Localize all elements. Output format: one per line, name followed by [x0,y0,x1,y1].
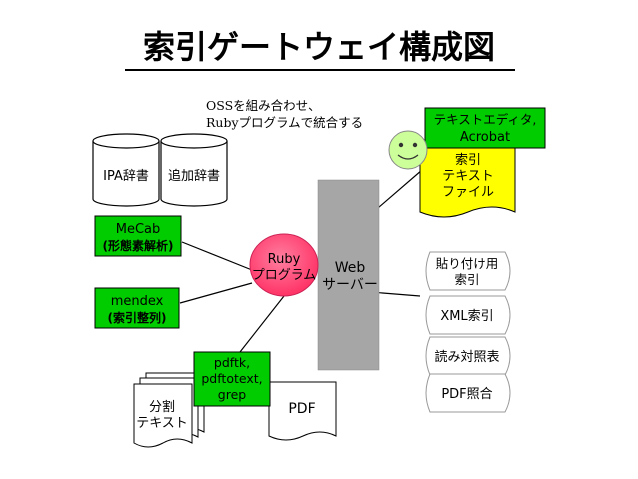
output-pdf-check: PDF照合 [425,373,511,413]
mendex-label-2: (索引整列) [108,310,167,325]
paste-index-label-1: 貼り付け用 [436,256,499,271]
split-text-documents: 分割 テキスト [133,372,205,448]
pdf-tools-label-3: grep [218,387,246,402]
mecab-label-1: MeCab [116,222,161,237]
ruby-program-label-2: プログラム [252,268,317,283]
additional-dictionary-label: 追加辞書 [168,168,220,184]
smiley-user-icon [388,130,428,170]
ipa-dictionary-label: IPA辞書 [103,169,149,184]
pdf-check-label: PDF照合 [441,387,492,402]
pdf-tools-box: pdftk, pdftotext, grep [193,351,271,407]
reading-table-label: 読み対照表 [434,349,499,365]
pdf-document: PDF [268,381,337,441]
index-text-file-label-3: ファイル [442,185,494,200]
line-mendex-ruby [179,282,253,304]
web-server-label-1: Web [335,260,366,276]
pdf-tools-label-2: pdftotext, [201,371,262,386]
pdf-label: PDF [288,401,315,417]
mecab-box: MeCab (形態素解析) [94,215,182,257]
ipa-dictionary-cylinder: IPA辞書 [92,133,160,207]
paste-index-label-2: 索引 [454,272,479,287]
mecab-label-2: (形態素解析) [103,238,174,253]
editor-box: テキストエディタ, Acrobat [424,107,546,149]
pdf-tools-label-1: pdftk, [214,355,250,370]
note-line-1: OSSを組み合わせ、 [206,98,321,113]
web-server-block [317,179,380,371]
ruby-program-node: Ruby プログラム [249,233,319,297]
index-text-file-label-1: 索引 [455,153,481,168]
additional-dictionary-cylinder: 追加辞書 [160,133,228,207]
editor-label-1: テキストエディタ, [434,112,537,127]
editor-label-2: Acrobat [460,130,510,145]
xml-index-label: XML索引 [440,309,493,324]
page-title: 索引ゲートウェイ構成図 [143,28,495,66]
index-text-file: 索引 テキスト ファイル [419,139,516,218]
index-text-file-label-2: テキスト [442,169,494,184]
split-text-label-2: テキスト [136,416,188,431]
line-mecab-ruby [181,241,253,271]
mendex-label-1: mendex [111,294,164,309]
web-server-label-2: サーバー [322,277,378,293]
mendex-box: mendex (索引整列) [94,287,180,329]
output-paste-index: 貼り付け用 索引 [425,251,511,291]
split-text-label-1: 分割 [149,399,175,415]
line-ruby-pdftools [239,295,285,353]
note-line-2: Rubyプログラムで統合する [206,115,363,130]
output-reading-table: 読み対照表 [425,336,511,376]
output-xml-index: XML索引 [425,295,511,335]
ruby-program-label-1: Ruby [268,252,301,267]
